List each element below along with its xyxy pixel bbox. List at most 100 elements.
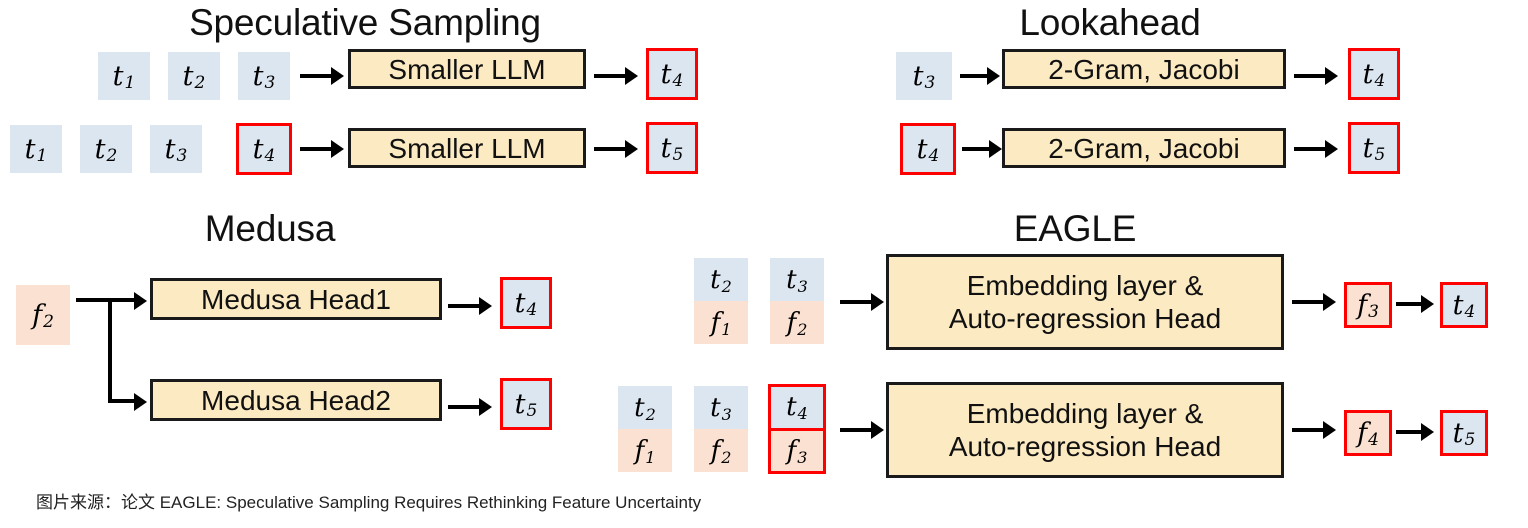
- feature-sub: 1: [721, 319, 732, 339]
- token-base: t: [912, 60, 924, 92]
- token-sub: 3: [264, 72, 276, 93]
- token-sub: 3: [924, 72, 936, 93]
- arrow-right-icon: [448, 391, 492, 423]
- token-sub: 2: [106, 145, 118, 166]
- token-sub: 4: [928, 145, 940, 166]
- token-base: t: [252, 60, 264, 92]
- feature-sub: 4: [1368, 429, 1379, 450]
- process-box: 2-Gram, Jacobi: [1002, 128, 1286, 168]
- arrow-right-icon: [448, 290, 492, 322]
- process-box: Smaller LLM: [348, 49, 586, 89]
- token-base: t: [112, 60, 124, 92]
- token-sub: 3: [721, 404, 732, 424]
- process-box-text: Embedding layer &Auto-regression Head: [948, 270, 1222, 334]
- feature-sub: 3: [1368, 301, 1379, 322]
- arrow-right-icon: [1292, 286, 1336, 318]
- arrow-right-icon: [840, 414, 884, 446]
- token-sub: 5: [526, 400, 538, 421]
- token-base: t: [710, 264, 721, 295]
- process-box: Medusa Head2: [150, 379, 442, 421]
- feature-base: f: [710, 435, 721, 466]
- process-box: Embedding layer &Auto-regression Head: [886, 382, 1284, 478]
- arrow-right-icon: [594, 60, 638, 92]
- token-base: t: [710, 392, 721, 423]
- arrow-right-icon: [962, 133, 1002, 165]
- feature-base: f: [1357, 289, 1368, 321]
- token-base: t: [514, 287, 526, 319]
- token-base: t: [660, 58, 672, 90]
- arrow-right-icon: [1292, 414, 1336, 446]
- section-title-speculative-sampling: Speculative Sampling: [189, 2, 541, 43]
- arrow-right-icon: [1294, 133, 1338, 165]
- token-base: t: [634, 392, 645, 423]
- token-sub: 3: [176, 145, 188, 166]
- arrow-right-icon: [840, 286, 884, 318]
- arrow-right-icon: [1294, 60, 1338, 92]
- token-sub: 1: [124, 72, 136, 93]
- arrow-right-icon: [960, 60, 1000, 92]
- figure-caption: 图片来源：论文 EAGLE: Speculative Sampling Requ…: [36, 493, 702, 512]
- token-base: t: [164, 133, 176, 165]
- token-base: t: [514, 388, 526, 420]
- arrow-right-icon: [594, 133, 638, 165]
- token-sub: 3: [797, 276, 808, 296]
- feature-sub: 1: [645, 447, 656, 467]
- feature-sub: 2: [43, 311, 54, 332]
- token-sub: 4: [526, 299, 538, 320]
- feature-base: f: [786, 307, 797, 338]
- branch-connector: [76, 290, 152, 415]
- token-sub: 1: [36, 145, 48, 166]
- token-base: t: [1452, 417, 1464, 449]
- process-box: 2-Gram, Jacobi: [1002, 49, 1286, 89]
- feature-sub: 3: [797, 447, 808, 467]
- token-sub: 2: [721, 276, 732, 296]
- token-base: t: [786, 264, 797, 295]
- feature-sub: 2: [721, 447, 732, 467]
- process-box: Medusa Head1: [150, 278, 442, 320]
- feature-base: f: [710, 307, 721, 338]
- token-sub: 4: [672, 70, 684, 91]
- token-sub: 5: [672, 144, 684, 165]
- token-base: t: [660, 132, 672, 164]
- arrow-right-icon: [300, 60, 344, 92]
- feature-base: f: [1357, 417, 1368, 449]
- token-sub: 2: [645, 404, 656, 424]
- token-base: t: [252, 133, 264, 165]
- token-sub: 4: [1374, 70, 1386, 91]
- process-box: Smaller LLM: [348, 128, 586, 168]
- token-sub: 4: [264, 145, 276, 166]
- section-title-medusa: Medusa: [204, 208, 336, 249]
- token-sub: 2: [194, 72, 206, 93]
- process-box: Embedding layer &Auto-regression Head: [886, 254, 1284, 350]
- token-sub: 4: [797, 404, 808, 424]
- process-box-text: Embedding layer &Auto-regression Head: [948, 398, 1222, 462]
- token-sub: 5: [1374, 144, 1386, 165]
- feature-base: f: [634, 435, 645, 466]
